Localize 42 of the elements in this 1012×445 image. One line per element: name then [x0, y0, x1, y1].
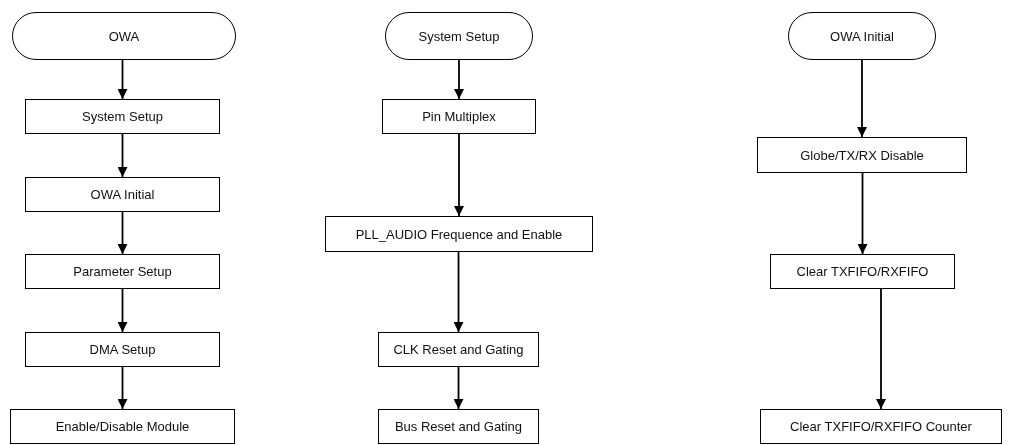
arrow	[453, 251, 464, 333]
process-box	[25, 254, 220, 289]
terminal-pill	[788, 12, 936, 60]
node-label: OWA	[108, 28, 140, 44]
node-label: Bus Reset and Gating	[394, 419, 523, 434]
arrow	[117, 133, 128, 178]
node-label: Pin Multiplex	[422, 109, 496, 124]
node-label: Globe/TX/RX Disable	[800, 147, 924, 163]
node-label: Parameter Setup	[73, 264, 172, 279]
node-label: OWA Initial	[90, 187, 155, 202]
arrow	[117, 366, 128, 410]
terminal-pill	[12, 12, 236, 60]
node-label: CLK Reset and Gating	[393, 342, 524, 357]
arrow	[454, 59, 464, 100]
process-box	[760, 409, 1002, 444]
node-label: OWA Initial	[830, 28, 894, 44]
arrow	[117, 288, 128, 333]
process-box	[325, 216, 593, 252]
arrow	[876, 288, 886, 410]
node-label: System Setup	[418, 28, 500, 44]
process-box	[378, 409, 539, 444]
arrow	[857, 172, 868, 255]
node-label: Clear TXFIFO/RXFIFO	[796, 264, 929, 279]
node-label: Enable/Disable Module	[55, 419, 190, 434]
arrow	[454, 133, 464, 217]
process-box	[25, 177, 220, 212]
process-box	[25, 99, 220, 134]
process-box	[25, 332, 220, 367]
arrow	[453, 366, 464, 410]
process-box	[770, 254, 955, 289]
node-label: Clear TXFIFO/RXFIFO Counter	[790, 419, 972, 434]
node-label: System Setup	[82, 109, 163, 124]
process-box	[382, 99, 536, 134]
arrow	[117, 59, 128, 100]
node-label: PLL_AUDIO Frequence and Enable	[355, 226, 563, 242]
arrow	[117, 211, 128, 255]
process-box	[10, 409, 235, 444]
arrow	[857, 59, 867, 138]
terminal-pill	[385, 12, 533, 60]
process-box	[757, 137, 967, 173]
process-box	[378, 332, 539, 367]
node-label: DMA Setup	[89, 342, 156, 357]
